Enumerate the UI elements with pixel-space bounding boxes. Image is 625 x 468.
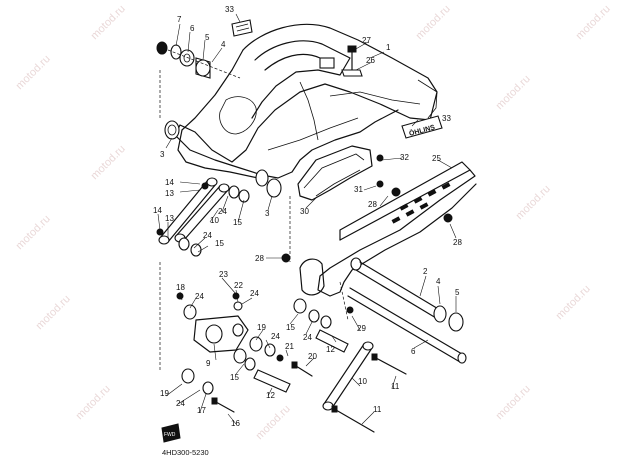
callout-13: 13 — [165, 189, 174, 198]
callout-3: 3 — [265, 209, 270, 218]
callout-5: 5 — [205, 33, 210, 42]
callout-15: 15 — [230, 373, 239, 382]
callout-14: 14 — [153, 206, 162, 215]
callout-26: 26 — [366, 56, 375, 65]
callout-18: 18 — [176, 283, 185, 292]
callout-29: 29 — [357, 324, 366, 333]
callout-32: 32 — [400, 153, 409, 162]
callout-4: 4 — [436, 277, 441, 286]
callout-27: 27 — [362, 36, 371, 45]
watermark: motod.ru — [254, 403, 293, 442]
callout-15: 15 — [233, 218, 242, 227]
watermark: motod.ru — [89, 143, 128, 182]
watermark: motod.ru — [89, 3, 128, 42]
callout-7: 7 — [177, 15, 182, 24]
upper-bearing-stack — [156, 41, 241, 79]
watermark: motod.ru — [74, 383, 113, 422]
callout-14: 14 — [165, 178, 174, 187]
callout-17: 17 — [197, 406, 206, 415]
callout-24: 24 — [271, 332, 280, 341]
callout-21: 21 — [285, 342, 294, 351]
callout-28: 28 — [368, 200, 377, 209]
callout-24: 24 — [195, 292, 204, 301]
front-indicator: FWD — [161, 423, 181, 443]
bolt-27 — [341, 45, 363, 77]
callout-12: 12 — [326, 345, 335, 354]
callout-3: 3 — [160, 150, 165, 159]
callout-31: 31 — [354, 185, 363, 194]
callout-28: 28 — [453, 238, 462, 247]
callout-4: 4 — [221, 40, 226, 49]
watermark: motod.ru — [14, 213, 53, 252]
diagram-code: 4HD300-5230 — [162, 448, 209, 457]
callout-1: 1 — [386, 43, 391, 52]
callout-20: 20 — [308, 352, 317, 361]
axle-shafts — [339, 261, 467, 364]
relay-arm-guides — [159, 70, 291, 370]
callout-11: 11 — [373, 405, 382, 414]
watermark: motod.ru — [514, 183, 553, 222]
watermark: motod.ru — [14, 53, 53, 92]
collars-12 — [253, 329, 349, 393]
upper-link-rods — [158, 177, 230, 245]
callout-24: 24 — [303, 333, 312, 342]
callout-9: 9 — [206, 359, 211, 368]
callout-16: 16 — [231, 419, 240, 428]
watermark: motod.ru — [414, 3, 453, 42]
callout-15: 15 — [215, 239, 224, 248]
callout-12: 12 — [266, 391, 275, 400]
sticker-part — [231, 19, 253, 37]
watermark: motod.ru — [494, 73, 533, 112]
callout-23: 23 — [219, 270, 228, 279]
callout-19: 19 — [160, 389, 169, 398]
callout-24: 24 — [250, 289, 259, 298]
callout-10: 10 — [210, 216, 219, 225]
callout-10: 10 — [358, 377, 367, 386]
watermark: motod.ru — [574, 3, 613, 42]
callout-25: 25 — [432, 154, 441, 163]
callout-30: 30 — [300, 207, 309, 216]
callout-15: 15 — [286, 323, 295, 332]
callout-24: 24 — [176, 399, 185, 408]
callout-24: 24 — [218, 207, 227, 216]
chain-guard — [297, 145, 373, 201]
callout-6: 6 — [411, 347, 416, 356]
front-label: FWD — [164, 432, 176, 438]
watermark: motod.ru — [494, 383, 533, 422]
watermark: motod.ru — [554, 283, 593, 322]
callout-13: 13 — [165, 214, 174, 223]
callout-24: 24 — [203, 231, 212, 240]
leader-lines — [157, 13, 457, 425]
callout-33: 33 — [225, 5, 234, 14]
callout-labels: 33 7 6 5 4 27 1 26 3 33 32 25 14 13 24 1… — [153, 5, 462, 428]
swingarm — [299, 161, 477, 297]
frame-part — [164, 23, 438, 187]
callout-6: 6 — [190, 24, 195, 33]
relay-bushes — [233, 298, 332, 371]
callout-5: 5 — [455, 288, 460, 297]
callout-2: 2 — [423, 267, 428, 276]
link-collars — [156, 124, 282, 257]
watermark: motod.ru — [34, 293, 73, 332]
callout-19: 19 — [257, 323, 266, 332]
relay-arm — [176, 292, 249, 395]
callout-28: 28 — [255, 254, 264, 263]
watermark-layer: motod.ru motod.ru motod.ru motod.ru moto… — [14, 3, 613, 442]
callout-11: 11 — [391, 382, 400, 391]
callout-22: 22 — [234, 281, 243, 290]
bolts — [211, 154, 453, 433]
callout-33: 33 — [442, 114, 451, 123]
